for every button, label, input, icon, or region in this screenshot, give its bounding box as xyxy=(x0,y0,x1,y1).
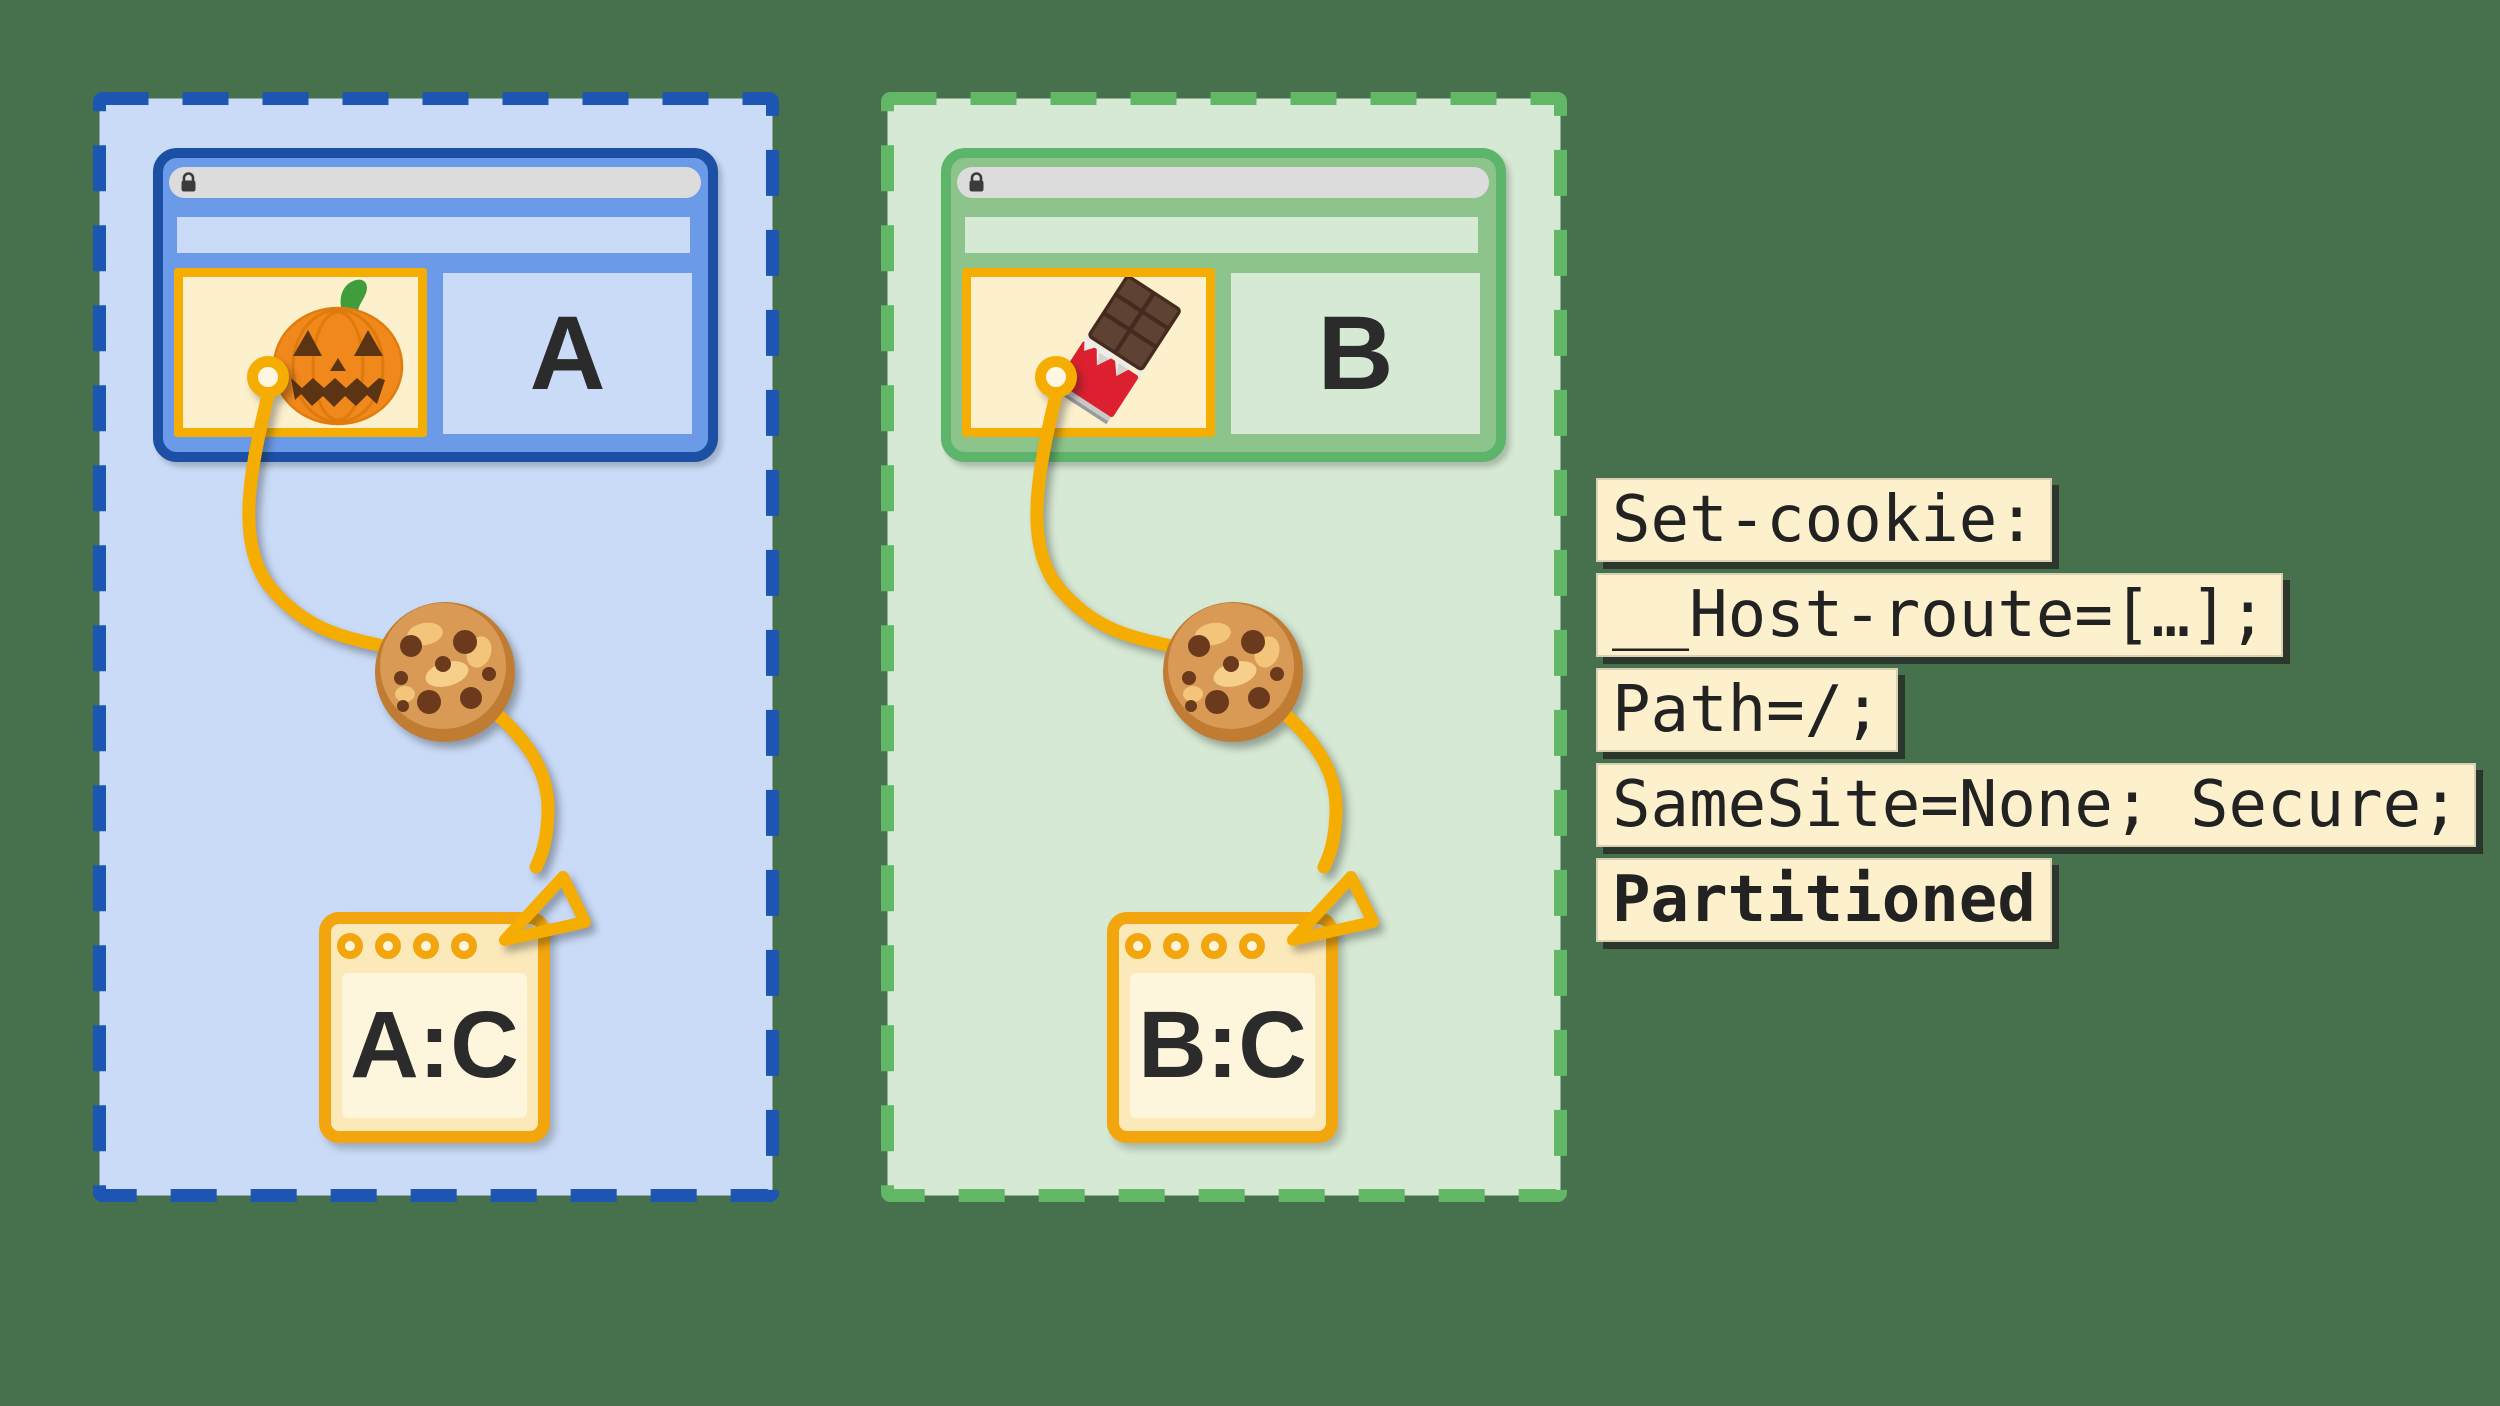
browser-window-b: B xyxy=(941,148,1506,462)
jack-o-lantern-icon xyxy=(272,279,404,426)
lock-icon xyxy=(969,172,984,192)
site-letter-b: B xyxy=(1317,295,1394,412)
partition-panel-a: A A:C xyxy=(92,91,780,1203)
code-line: Set-cookie: xyxy=(1596,478,2052,562)
partitioned-storage-box-b: B:C xyxy=(1107,912,1338,1143)
code-line-partitioned: Partitioned xyxy=(1596,858,2052,942)
storage-inner-panel: B:C xyxy=(1130,973,1315,1118)
storage-dot xyxy=(1125,933,1151,959)
partition-key-label-b: B:C xyxy=(1138,992,1307,1098)
site-letter-a: A xyxy=(529,295,606,412)
storage-dot xyxy=(413,933,439,959)
storage-dot xyxy=(1163,933,1189,959)
page-content-strip xyxy=(965,217,1478,253)
storage-dot xyxy=(1239,933,1265,959)
lock-icon xyxy=(181,172,196,192)
storage-window-dots xyxy=(337,933,477,959)
storage-inner-panel: A:C xyxy=(342,973,527,1118)
code-line: Path=/; xyxy=(1596,668,1898,752)
page-content-strip xyxy=(177,217,690,253)
code-line: SameSite=None; Secure; xyxy=(1596,763,2476,847)
storage-dot xyxy=(337,933,363,959)
chocolate-bar-icon xyxy=(1053,277,1181,425)
storage-dot xyxy=(451,933,477,959)
code-line: __Host-route=[…]; xyxy=(1596,573,2284,657)
storage-window-dots xyxy=(1125,933,1265,959)
address-bar[interactable] xyxy=(957,167,1489,198)
partition-panel-b: B B:C xyxy=(880,91,1568,1203)
site-label-box-b: B xyxy=(1231,273,1480,434)
browser-window-a: A xyxy=(153,148,718,462)
storage-dot xyxy=(1201,933,1227,959)
storage-dot xyxy=(375,933,401,959)
partitioned-storage-box-a: A:C xyxy=(319,912,550,1143)
address-bar[interactable] xyxy=(169,167,701,198)
site-label-box-a: A xyxy=(443,273,692,434)
partition-key-label-a: A:C xyxy=(350,992,519,1098)
set-cookie-snippet: Set-cookie: __Host-route=[…]; Path=/; Sa… xyxy=(1596,478,2476,953)
embedded-iframe-a xyxy=(174,268,427,437)
embedded-iframe-b xyxy=(962,268,1215,437)
